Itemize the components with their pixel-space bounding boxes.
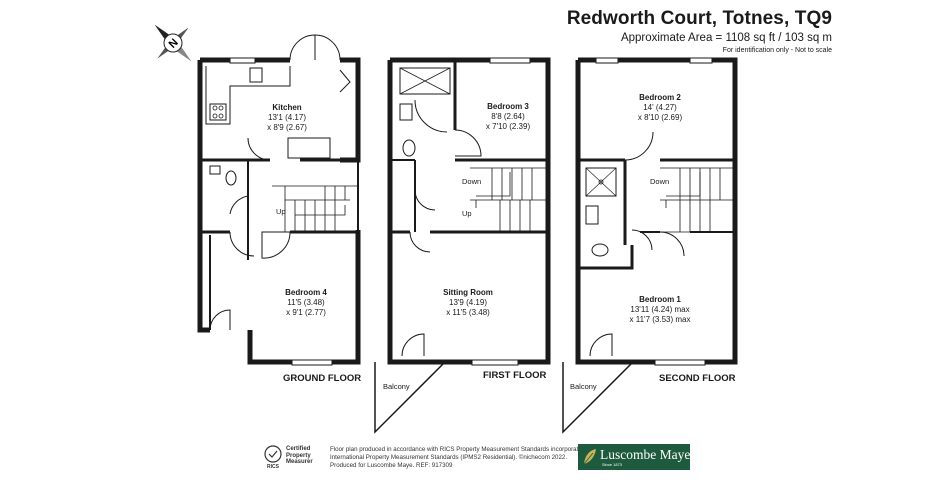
rics-logo-icon: RICS (264, 445, 282, 470)
svg-text:RICS: RICS (267, 464, 280, 470)
svg-text:x 8'10 (2.69): x 8'10 (2.69) (638, 113, 683, 122)
agent-since: Since 1873 (602, 462, 623, 467)
footer-line-2: International Property Measurement Stand… (330, 454, 568, 461)
agent-name: Luscombe Maye (600, 447, 691, 462)
floor-label-second: SECOND FLOOR (659, 373, 736, 384)
svg-text:x 8'9 (2.67): x 8'9 (2.67) (267, 123, 307, 132)
plan-title: Redworth Court, Totnes, TQ9 (566, 8, 832, 29)
svg-text:Kitchen: Kitchen (272, 103, 301, 112)
agent-logo: Luscombe Maye Since 1873 (578, 444, 690, 470)
svg-text:13'11 (4.24) max: 13'11 (4.24) max (630, 305, 689, 314)
floor-label-ground: GROUND FLOOR (283, 373, 361, 384)
svg-text:x 7'10 (2.39): x 7'10 (2.39) (486, 122, 531, 131)
stairs-down-label-second: Down (650, 177, 669, 186)
footer-line-3: Produced for Luscombe Maye. REF: 917309 (330, 462, 453, 469)
first-floor-plan (374, 57, 551, 434)
svg-text:Bedroom 3: Bedroom 3 (487, 102, 529, 111)
stairs-up-label-first: Up (462, 209, 472, 218)
room-label-bedroom-3: Bedroom 3 8'8 (2.64) x 7'10 (2.39) (486, 102, 531, 131)
stairs-up-label-ground: Up (276, 207, 286, 216)
svg-text:13'1 (4.17): 13'1 (4.17) (268, 113, 306, 122)
svg-text:14' (4.27): 14' (4.27) (643, 103, 677, 112)
room-label-bedroom-1: Bedroom 1 13'11 (4.24) max x 11'7 (3.53)… (630, 295, 691, 324)
svg-text:Sitting Room: Sitting Room (443, 288, 493, 297)
room-label-bedroom-2: Bedroom 2 14' (4.27) x 8'10 (2.69) (638, 93, 683, 122)
svg-text:13'9 (4.19): 13'9 (4.19) (449, 298, 487, 307)
compass-rose-icon: N (154, 24, 192, 62)
ground-floor-plan (197, 34, 361, 366)
svg-text:11'5 (3.48): 11'5 (3.48) (287, 298, 325, 307)
svg-text:8'8 (2.64): 8'8 (2.64) (491, 112, 525, 121)
approximate-area: Approximate Area = 1108 sq ft / 103 sq m (620, 32, 832, 44)
svg-text:x 11'7 (3.53) max: x 11'7 (3.53) max (630, 315, 691, 324)
floor-label-first: FIRST FLOOR (483, 370, 546, 381)
stairs-down-label-first: Down (462, 177, 481, 186)
room-label-bedroom-4: Bedroom 4 11'5 (3.48) x 9'1 (2.77) (285, 288, 327, 317)
footer-line-1: Floor plan produced in accordance with R… (330, 446, 587, 453)
room-label-kitchen: Kitchen 13'1 (4.17) x 8'9 (2.67) (267, 103, 307, 132)
second-floor-plan (562, 57, 738, 434)
disclaimer: For identification only - Not to scale (722, 47, 832, 54)
svg-text:Bedroom 2: Bedroom 2 (639, 93, 681, 102)
rics-certification-text: Certified Property Measurer (286, 446, 313, 465)
svg-text:Bedroom 4: Bedroom 4 (285, 288, 327, 297)
room-label-sitting-room: Sitting Room 13'9 (4.19) x 11'5 (3.48) (443, 288, 493, 317)
leaf-icon (583, 449, 596, 465)
svg-text:x 9'1 (2.77): x 9'1 (2.77) (286, 308, 326, 317)
rics-badge: RICS Certified Property Measurer (262, 444, 322, 470)
svg-text:Bedroom 1: Bedroom 1 (639, 295, 681, 304)
balcony-label-second: Balcony (570, 382, 597, 391)
balcony-label-first: Balcony (383, 382, 410, 391)
svg-text:x 11'5 (3.48): x 11'5 (3.48) (446, 308, 490, 317)
